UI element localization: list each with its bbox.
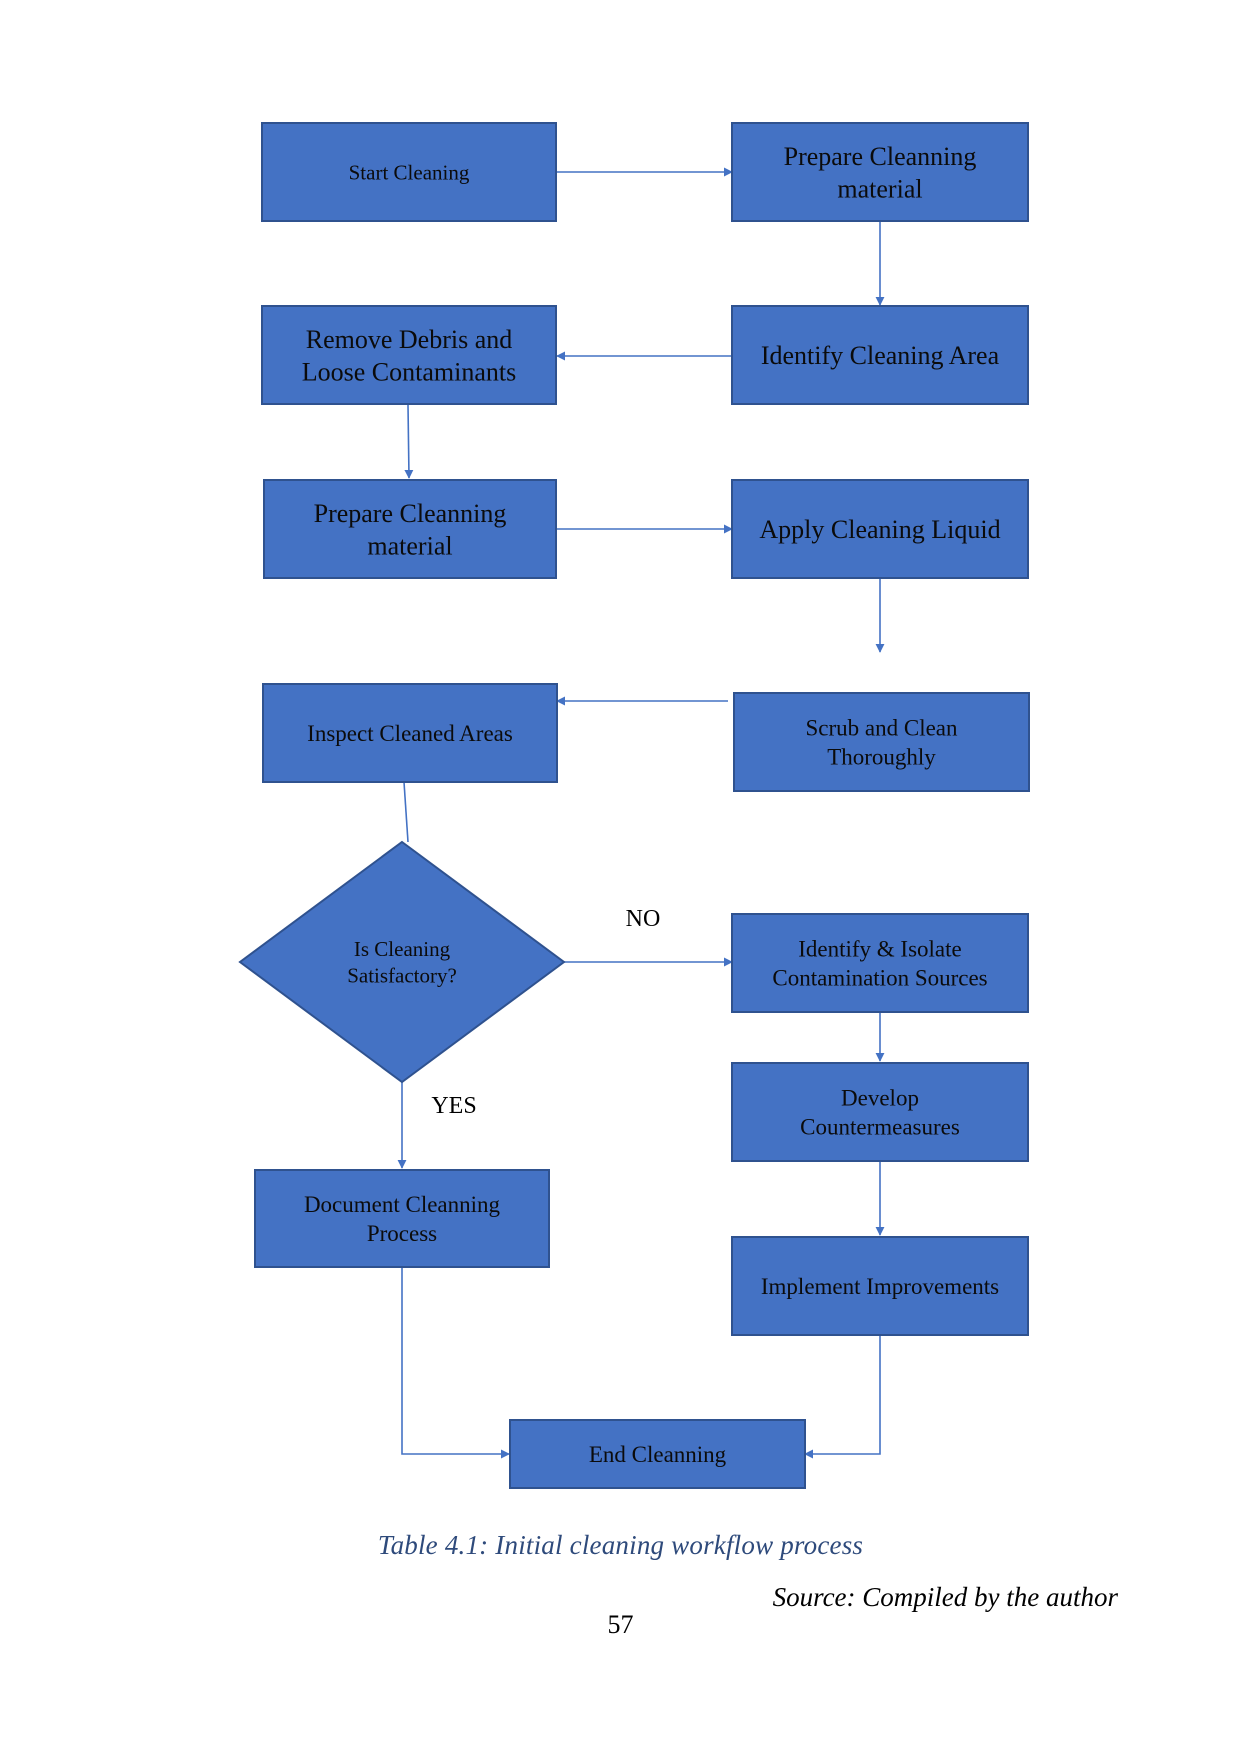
node-label-line: Contamination Sources — [772, 965, 987, 990]
page-number: 57 — [607, 1610, 634, 1639]
svg-text:Identify Cleaning Area: Identify Cleaning Area — [761, 341, 1000, 370]
node-apply-cleaning-liquid: Apply Cleaning Liquid — [731, 479, 1029, 579]
node-label-line: Is Cleaning — [354, 937, 451, 961]
edge-inspect-to-decision — [403, 781, 409, 843]
node-start-cleaning: Start Cleaning — [261, 122, 557, 222]
node-label-line: Countermeasures — [800, 1114, 960, 1139]
figure-caption: Table 4.1: Initial cleaning workflow pro… — [377, 1530, 864, 1560]
node-label-line: Identify Cleaning Area — [761, 341, 1000, 370]
node-label-line: material — [367, 531, 452, 560]
edge-remove-debris-to-prepare2 — [404, 404, 414, 479]
node-label-line: Inspect Cleaned Areas — [307, 721, 513, 746]
svg-text:Start Cleaning: Start Cleaning — [349, 160, 470, 184]
node-label-line: Implement Improvements — [761, 1274, 999, 1299]
node-identify-cleaning-area: Identify Cleaning Area — [731, 305, 1029, 405]
node-end-cleaning: End Cleanning — [509, 1419, 806, 1489]
node-label-line: Prepare Cleanning — [314, 499, 507, 528]
figure-source: Source: Compiled by the author — [772, 1582, 1118, 1612]
svg-text:Implement Improvements: Implement Improvements — [761, 1274, 999, 1299]
node-label-line: Process — [367, 1221, 437, 1246]
svg-text:Apply Cleaning Liquid: Apply Cleaning Liquid — [759, 515, 1000, 544]
node-label-line: Develop — [841, 1086, 919, 1111]
edge-label-no: NO — [626, 906, 661, 932]
edge-improvements-to-end — [804, 1335, 881, 1459]
node-label-line: Prepare Cleanning — [784, 142, 977, 171]
svg-text:End Cleanning: End Cleanning — [589, 1442, 727, 1467]
node-implement-improvements: Implement Improvements — [731, 1236, 1029, 1336]
svg-text:Inspect Cleaned Areas: Inspect Cleaned Areas — [307, 721, 513, 746]
node-label-line: Apply Cleaning Liquid — [759, 515, 1000, 544]
node-label-line: End Cleanning — [589, 1442, 727, 1467]
node-label-line: Document Cleanning — [304, 1192, 501, 1217]
node-prepare-material-2: Prepare Cleanning material — [263, 479, 557, 579]
node-label-line: Scrub and Clean — [805, 716, 958, 741]
connectors — [397, 167, 885, 1459]
node-prepare-material-1: Prepare Cleanning material — [731, 122, 1029, 222]
node-label-line: Start Cleaning — [349, 160, 470, 184]
node-label-line: material — [837, 174, 922, 203]
node-label-line: Identify & Isolate — [798, 937, 962, 962]
node-label-line: Satisfactory? — [347, 963, 457, 987]
node-label-line: Thoroughly — [827, 744, 936, 769]
node-label-line: Remove Debris and — [306, 325, 513, 354]
node-inspect-cleaned-areas: Inspect Cleaned Areas — [262, 683, 558, 783]
edge-document-to-end — [401, 1267, 510, 1459]
edge-label-yes: YES — [431, 1093, 476, 1119]
node-label-line: Loose Contaminants — [302, 357, 516, 386]
